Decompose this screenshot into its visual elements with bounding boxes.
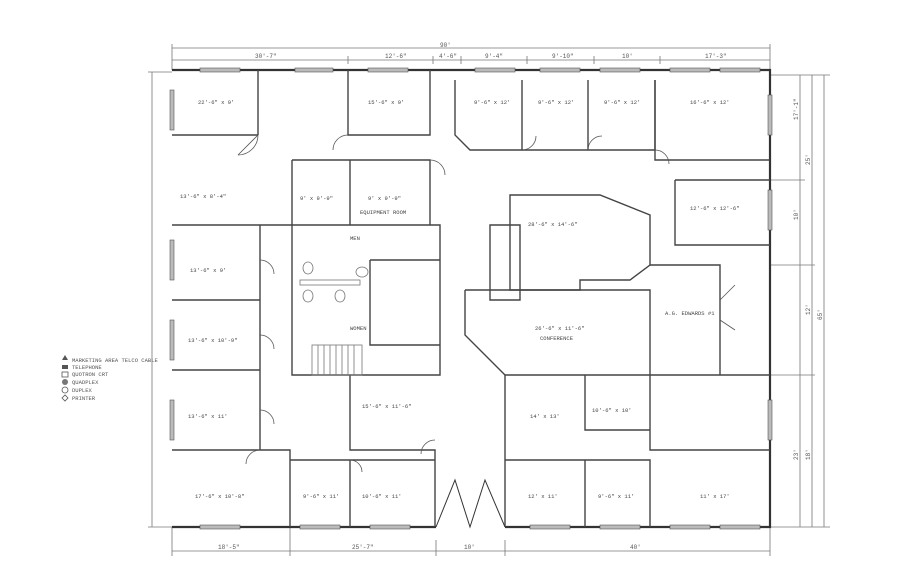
exterior-wall <box>172 68 772 529</box>
room-label: 12'-6" x 12'-6" <box>690 205 740 212</box>
dim-right-3: 10' <box>793 209 800 220</box>
windows <box>169 67 773 530</box>
room-label: 22'-6" x 9' <box>198 99 234 106</box>
dim-bottom-1: 18'-5" <box>218 544 240 551</box>
room-label: 10'-6" x 10' <box>592 407 632 414</box>
room-label: 15'-6" x 9' <box>368 99 404 106</box>
dim-top-4: 9'-4" <box>485 53 503 60</box>
room-label: 14' x 13' <box>530 413 560 420</box>
dim-bottom-4: 40' <box>630 544 641 551</box>
room-label: 13'-6" x 8'-4" <box>180 193 226 200</box>
room-label: 13'-6" x 11' <box>188 413 228 420</box>
room-label: 26'-6" x 11'-6" <box>535 325 585 332</box>
interior-walls <box>172 70 770 527</box>
room-label: 9'-6" x 12' <box>538 99 574 106</box>
left-dimensions <box>148 71 172 528</box>
dim-top-2: 12'-6" <box>385 53 407 60</box>
room-label: 9'-6" x 12' <box>474 99 510 106</box>
room-label: 15'-6" x 11'-6" <box>362 403 412 410</box>
dim-top-5: 9'-10" <box>552 53 574 60</box>
room-label: 10'-6" x 11' <box>362 493 402 500</box>
room-labels: 22'-6" x 9' 15'-6" x 9' 9'-6" x 12' 9'-6… <box>180 99 740 500</box>
right-dimensions: 17'-1" 25' 10' 12' 23' 18' 65' <box>770 74 830 528</box>
duplex-icon <box>61 386 69 394</box>
room-label: 28'-6" x 14'-6" <box>528 221 578 228</box>
entry-doors <box>435 478 506 529</box>
dim-right-6: 18' <box>805 449 812 460</box>
dim-top-1: 30'-7" <box>255 53 277 60</box>
dim-right-2: 25' <box>805 154 812 165</box>
women-label: WOMEN <box>350 325 367 332</box>
room-label: 9' x 9'-9" <box>300 195 333 202</box>
men-label: MEN <box>350 235 360 242</box>
restroom-fixtures <box>299 261 369 303</box>
room-label: 9' x 9'-9" <box>368 195 401 202</box>
dim-right-4: 12' <box>805 304 812 315</box>
marketing-cable-icon <box>62 355 68 360</box>
room-label: 17'-6" x 10'-8" <box>195 493 245 500</box>
room-label: 9'-6" x 12' <box>604 99 640 106</box>
top-dimensions: 90' 30'-7" 12'-6" 4'-6" 9'-4" 9'-10" 10'… <box>171 42 771 70</box>
room-label: 13'-6" x 10'-9" <box>188 337 238 344</box>
legend: MARKETING AREA TELCO CABLE TELEPHONE QUO… <box>61 355 159 402</box>
dim-right-1: 17'-1" <box>793 98 800 120</box>
dim-bottom-2: 25'-7" <box>352 544 374 551</box>
quotron-icon <box>61 371 69 378</box>
legend-label: QUOTRON CRT <box>72 371 109 378</box>
dim-top-3: 4'-6" <box>439 53 457 60</box>
telephone-icon <box>62 365 68 369</box>
conference-label: CONFERENCE <box>540 335 574 342</box>
legend-label: MARKETING AREA TELCO CABLE <box>72 357 159 364</box>
dim-right-5: 23' <box>793 449 800 460</box>
legend-label: DUPLEX <box>72 387 93 394</box>
quadplex-icon <box>62 379 68 385</box>
equipment-room-label: EQUIPMENT ROOM <box>360 209 406 216</box>
bottom-dimensions: 18'-5" 25'-7" 10' 40' <box>171 527 771 556</box>
doors <box>237 134 736 473</box>
dim-bottom-3: 10' <box>464 544 475 551</box>
room-label: 12' x 11' <box>528 493 558 500</box>
printer-icon <box>61 394 69 402</box>
dim-top-6: 10' <box>622 53 633 60</box>
legend-label: PRINTER <box>72 395 96 402</box>
dim-overall-top: 90' <box>440 42 451 49</box>
dim-right-7: 65' <box>817 309 824 320</box>
room-label: 16'-6" x 12' <box>690 99 730 106</box>
room-label: 13'-6" x 9' <box>190 267 226 274</box>
dim-top-7: 17'-3" <box>705 53 727 60</box>
open-area-label: A.G. EDWARDS #1 <box>665 310 715 317</box>
room-label: 9'-6" x 11' <box>303 493 339 500</box>
stairs <box>311 344 363 376</box>
legend-label: TELEPHONE <box>72 364 102 371</box>
legend-label: QUADPLEX <box>72 379 99 386</box>
room-label: 11' x 17' <box>700 493 730 500</box>
room-label: 9'-6" x 11' <box>598 493 634 500</box>
